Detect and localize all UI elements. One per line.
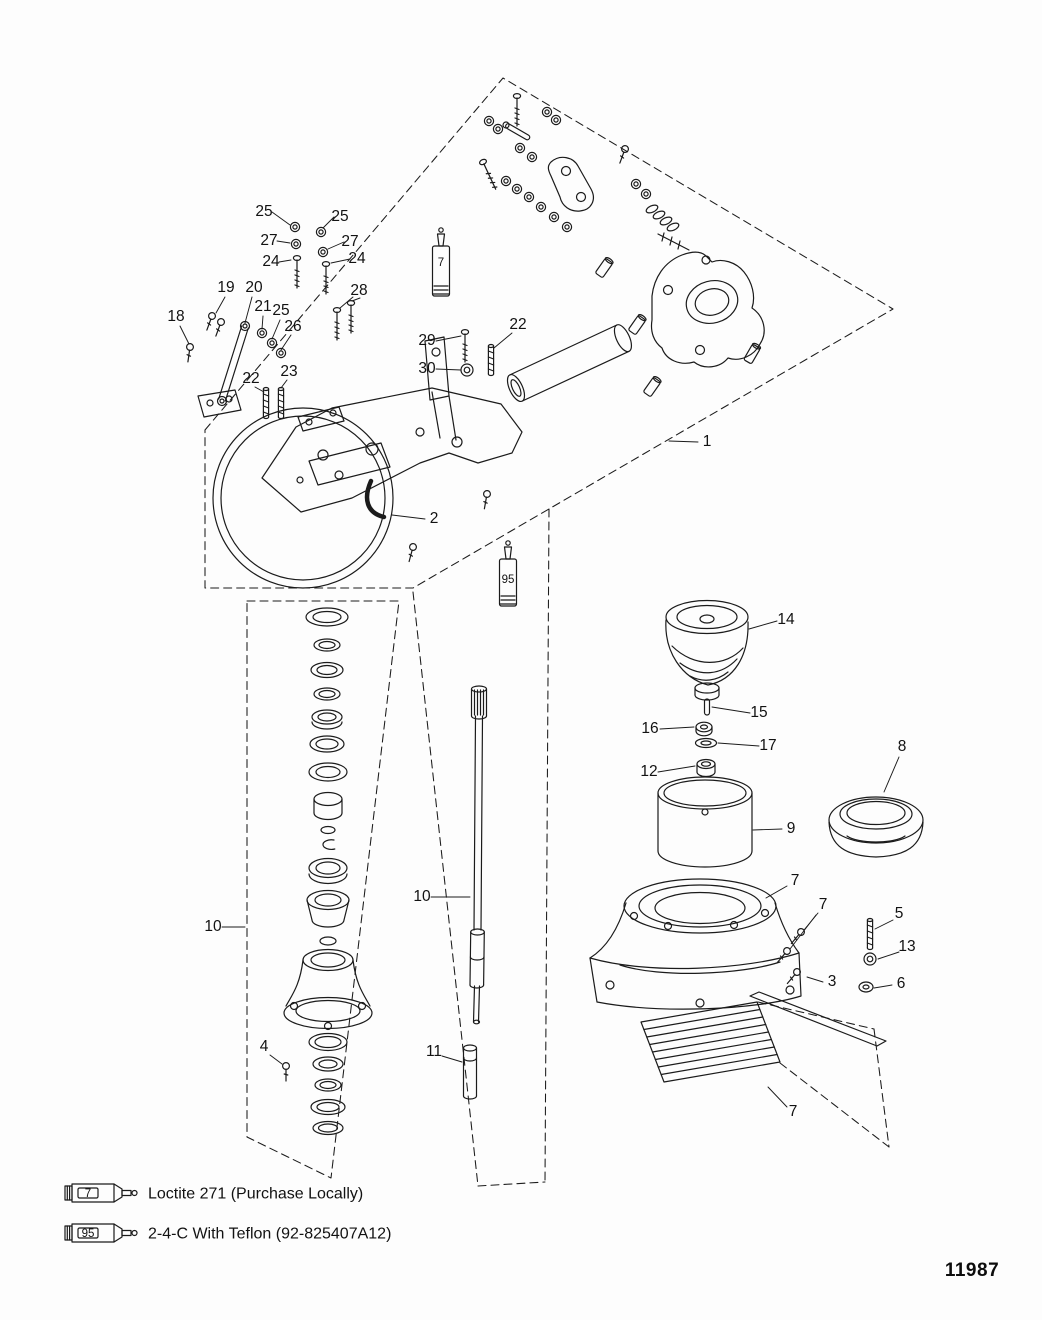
callout-8: 8 (898, 738, 907, 755)
callout-14: 14 (777, 611, 795, 628)
legend-item-loctite: 7 Loctite 271 (Purchase Locally) (64, 1183, 363, 1203)
callout-22: 22 (242, 370, 259, 387)
callout-24: 24 (348, 250, 366, 267)
glue-tube-icon (64, 1223, 138, 1243)
callout-25: 25 (272, 302, 289, 319)
loctite-tube (431, 227, 451, 297)
callout-16: 16 (641, 720, 658, 737)
callout-25: 25 (331, 208, 348, 225)
callout-20: 20 (245, 279, 263, 296)
legend-tube-number: 95 (82, 1228, 95, 1240)
legend-tube-number: 7 (85, 1188, 91, 1200)
callout-21: 21 (254, 298, 271, 315)
callout-12: 12 (640, 763, 657, 780)
impeller (665, 599, 749, 701)
grate-boundary (757, 1001, 890, 1148)
callout-15: 15 (750, 704, 767, 721)
shift-shaft-piece (462, 1044, 478, 1100)
trim-ring (212, 407, 394, 589)
driveshaft (469, 685, 488, 1025)
callout-30: 30 (418, 360, 436, 377)
callout-25: 25 (255, 203, 272, 220)
intake-grate (640, 991, 887, 1083)
callout-5: 5 (895, 905, 904, 922)
callout-23: 23 (280, 363, 297, 380)
glue-tube-icon (64, 1183, 138, 1203)
callout-24: 24 (262, 253, 280, 270)
legend-item-teflon: 95 2-4-C With Teflon (92-825407A12) (64, 1223, 391, 1243)
gear-housing-parts-stack (282, 607, 373, 1136)
callout-1: 1 (703, 433, 712, 450)
callout-6: 6 (897, 975, 906, 992)
callout-13: 13 (898, 938, 915, 955)
callout-10: 10 (413, 888, 431, 905)
tube-label-7: 7 (438, 257, 444, 269)
callout-9: 9 (787, 820, 796, 837)
callout-19: 19 (217, 279, 234, 296)
callout-leader-lines (179, 211, 900, 1108)
impeller-hardware (694, 698, 718, 778)
legend-text-teflon: 2-4-C With Teflon (92-825407A12) (148, 1226, 391, 1243)
callout-28: 28 (350, 282, 367, 299)
callout-2: 2 (430, 510, 439, 527)
callout-4: 4 (260, 1038, 269, 1055)
callout-7: 7 (791, 872, 800, 889)
callout-27: 27 (341, 233, 358, 250)
upper-assembly-boundary (204, 77, 894, 589)
callout-3: 3 (828, 973, 837, 990)
callout-17: 17 (759, 737, 776, 754)
diagram-line-art (183, 77, 924, 1187)
diagram-callouts: 25 27 24 25 27 24 28 19 20 21 25 26 18 2… (167, 203, 915, 1120)
pump-liner (657, 776, 753, 868)
tilt-tube (506, 324, 633, 403)
callout-7: 7 (789, 1103, 798, 1120)
legend-text-loctite: Loctite 271 (Purchase Locally) (148, 1186, 363, 1203)
left-stack-boundary (246, 600, 400, 1179)
callout-7: 7 (819, 896, 828, 913)
pump-mounting-hardware (774, 917, 877, 993)
driveshaft-boundary (412, 508, 550, 1187)
callout-29: 29 (418, 332, 435, 349)
tube-label-95: 95 (502, 574, 515, 586)
figure-number: 11987 (945, 1260, 999, 1281)
callout-26: 26 (284, 318, 301, 335)
legend: 7 Loctite 271 (Purchase Locally) 95 2-4-… (64, 1183, 999, 1281)
callout-11: 11 (426, 1043, 442, 1060)
callout-22: 22 (509, 316, 526, 333)
fastener-cluster-top (478, 92, 690, 398)
callout-10: 10 (204, 918, 222, 935)
clamp-bracket (650, 251, 765, 368)
pump-housing (589, 878, 802, 1010)
callout-27: 27 (260, 232, 277, 249)
mounting-link-hardware (183, 221, 495, 420)
rubber-ring (828, 796, 924, 858)
driveshaft-housing (261, 336, 523, 563)
teflon-grease-tube (498, 540, 518, 607)
callout-18: 18 (167, 308, 184, 325)
